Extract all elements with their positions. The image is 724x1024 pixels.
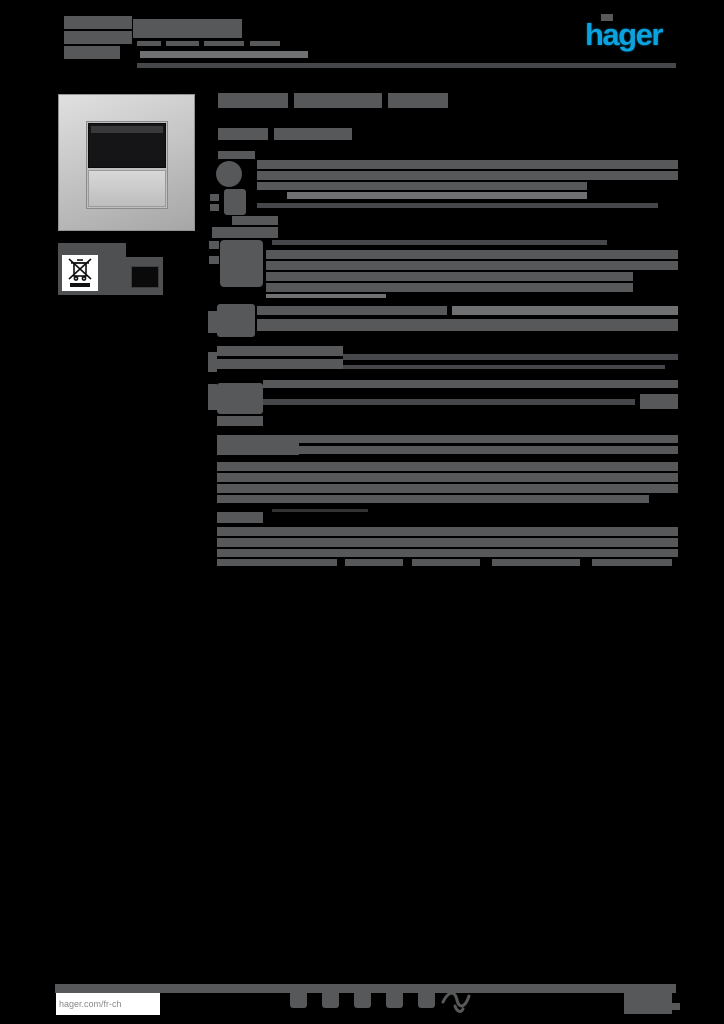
section6-text	[217, 436, 299, 455]
section1-leader-line	[257, 203, 658, 208]
section5-icon	[217, 383, 263, 414]
section7-text	[217, 559, 337, 566]
section6-text	[217, 435, 678, 443]
section1-icon	[216, 161, 242, 187]
product-sensor-window	[88, 123, 166, 168]
section6-text	[217, 495, 649, 503]
product-title	[218, 93, 288, 108]
header-text-line	[166, 41, 199, 46]
logo-mark	[601, 14, 613, 21]
header-text-line	[133, 19, 242, 38]
section7-heading	[217, 512, 263, 523]
header-text-line	[204, 41, 244, 46]
section1-icon	[224, 189, 246, 215]
section4-leader-line	[343, 354, 678, 360]
section2-icon	[209, 256, 219, 264]
section5-icon	[208, 384, 217, 410]
weee-crossed-out-bin-icon	[62, 255, 98, 291]
signature-squiggle-icon	[441, 988, 475, 1019]
section2-text	[266, 294, 386, 298]
social-icon	[386, 991, 403, 1008]
section5-value	[640, 394, 678, 409]
section2-text	[266, 250, 678, 259]
header-text-line	[64, 31, 132, 44]
section7-text	[492, 559, 580, 566]
section7-text	[592, 559, 672, 566]
product-subtitle	[218, 128, 268, 140]
footer-link-box: hager.com/fr-ch	[56, 993, 160, 1015]
section3-text	[452, 306, 678, 315]
header-text-line	[137, 41, 161, 46]
section2-text	[266, 283, 633, 292]
section2-icon	[209, 241, 219, 249]
product-title	[388, 93, 448, 108]
header-rule	[137, 63, 676, 68]
section4-heading	[217, 359, 343, 369]
social-icon	[354, 991, 371, 1008]
section6-text	[217, 473, 678, 482]
section6-text	[217, 462, 678, 471]
hager-logo: hager	[585, 17, 663, 52]
product-photo-recess	[86, 121, 168, 209]
section3-text	[257, 306, 447, 315]
section3-text	[257, 319, 678, 331]
section5-label	[217, 416, 263, 426]
section7-text	[412, 559, 480, 566]
section7-text	[217, 549, 678, 557]
product-subtitle	[274, 128, 352, 140]
section1-text	[257, 171, 678, 180]
section7-text	[217, 538, 678, 547]
section1-icon	[232, 216, 278, 225]
section5-leader-line	[263, 399, 635, 405]
section5-text	[263, 380, 678, 388]
section4-heading	[217, 346, 343, 356]
header-text-line	[64, 16, 132, 29]
header-text-line	[64, 46, 120, 59]
section1-label	[218, 151, 255, 159]
footer-page-tab	[672, 1003, 680, 1010]
social-icon	[322, 991, 339, 1008]
product-sensor-strip	[91, 126, 163, 133]
section2-text	[266, 272, 633, 281]
section6-text	[217, 484, 678, 493]
product-button-plate	[88, 170, 166, 207]
section7-text	[345, 559, 403, 566]
social-icon	[290, 991, 307, 1008]
header-subtitle	[140, 51, 308, 58]
footer-link: hager.com/fr-ch	[59, 999, 122, 1009]
footer-bar	[55, 984, 676, 993]
section2-text	[266, 261, 678, 270]
section4-leader-line	[343, 365, 665, 369]
section1-icon	[210, 194, 219, 201]
section2-leader-line	[272, 240, 607, 245]
section1-text	[287, 192, 587, 199]
product-photo	[58, 94, 195, 231]
section1-icon	[210, 204, 219, 211]
section3-icon	[208, 311, 217, 333]
package-icon	[131, 266, 159, 288]
section7-text	[217, 527, 678, 536]
section1-text	[257, 160, 678, 169]
product-title	[294, 93, 382, 108]
social-icon	[418, 991, 435, 1008]
section2-heading	[212, 227, 278, 238]
section2-icon	[220, 240, 263, 287]
header-text-line	[250, 41, 280, 46]
section7-note	[272, 509, 368, 512]
section1-text	[257, 182, 587, 190]
footer-page-tab	[624, 993, 672, 1014]
section4-icon	[208, 352, 217, 372]
section6-text	[217, 446, 678, 454]
section3-icon	[217, 304, 255, 337]
